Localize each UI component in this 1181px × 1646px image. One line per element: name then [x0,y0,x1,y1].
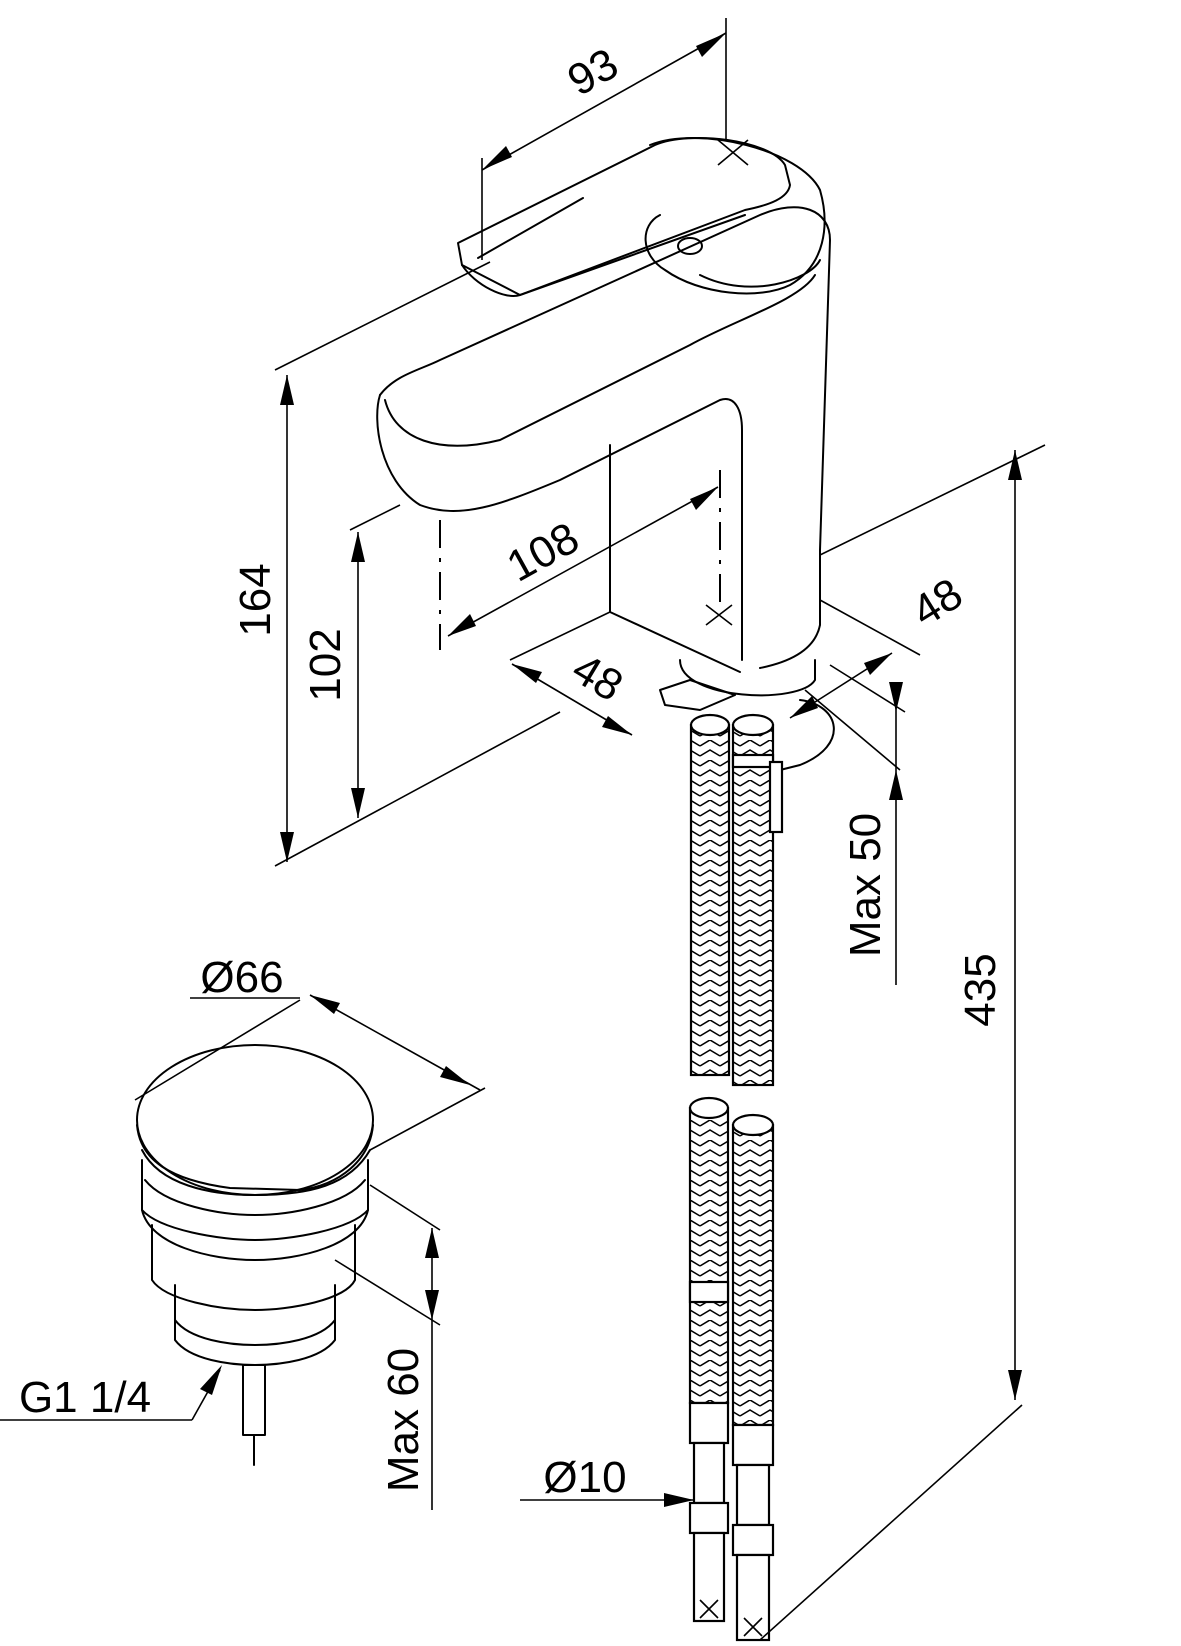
dim-108-label: 108 [499,513,587,591]
dim-93-label: 93 [560,39,627,106]
dim-48-width-label: 48 [904,569,971,636]
dim-max-50-label: Max 50 [841,813,890,957]
lever-handle [457,136,826,297]
pop-up-waste [136,1044,374,1466]
dim-435-label: 435 [956,953,1005,1026]
dim-102-label: 102 [301,628,350,701]
supply-hoses [688,713,784,1642]
dim-max-60-label: Max 60 [379,1348,428,1492]
dimension-lines [0,18,1046,1641]
faucet-body [376,139,835,771]
dim-66-diameter-label: Ø66 [200,953,283,1002]
dim-164-label: 164 [231,563,280,636]
thread-g1-1-4-label: G1 1/4 [19,1373,151,1422]
dim-10-diameter-label: Ø10 [543,1453,626,1502]
